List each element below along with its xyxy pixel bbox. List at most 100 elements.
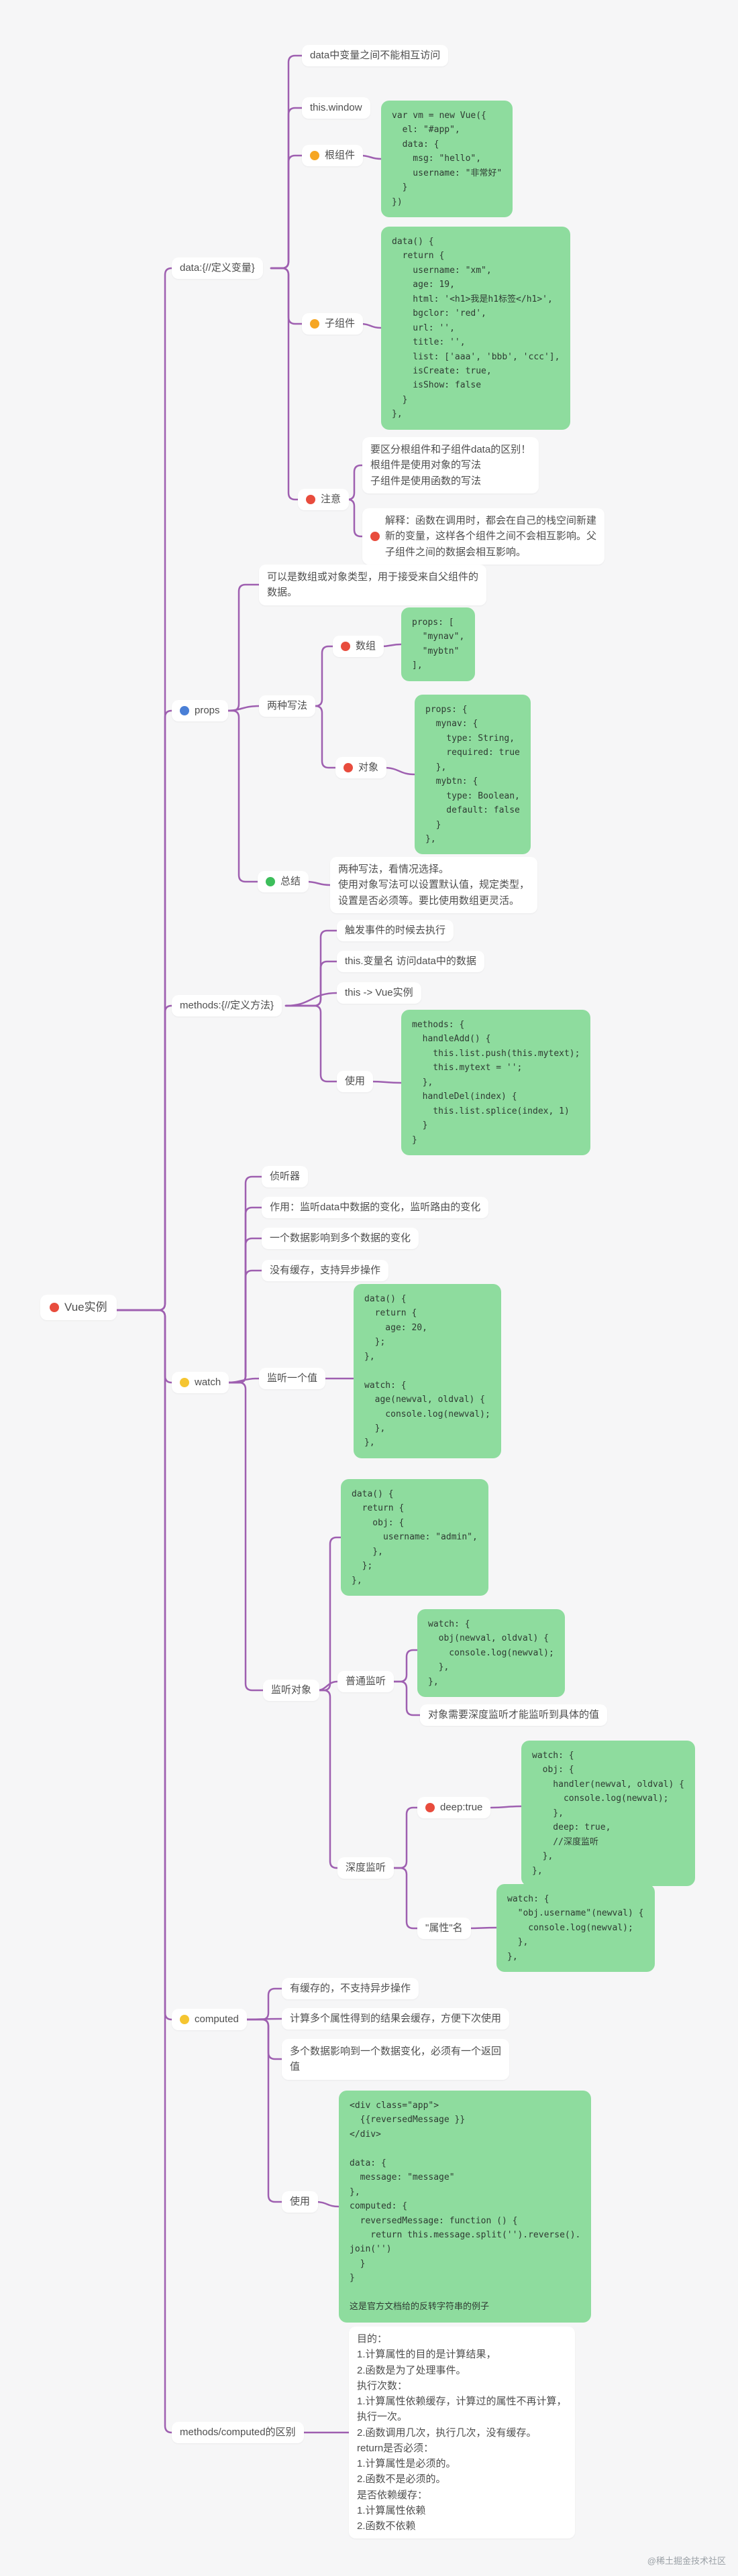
array-node[interactable]: 数组 bbox=[333, 636, 384, 657]
root-label: Vue实例 bbox=[64, 1301, 107, 1313]
props-array-code[interactable]: props: [ "mynav", "mybtn" ], bbox=[401, 607, 476, 681]
notice-explain[interactable]: 解释：函数在调用时，都会在自己的栈空间新建 新的变量，这样各个组件之间不会相互影… bbox=[362, 508, 605, 565]
methods-this-note[interactable]: this -> Vue实例 bbox=[337, 982, 421, 1004]
note-label: 作用：监听data中数据的变化，监听路由的变化 bbox=[270, 1202, 481, 1213]
watch-single-value-node[interactable]: 监听一个值 bbox=[259, 1368, 326, 1389]
watch-single-value-code[interactable]: data() { return { age: 20, }; }, watch: … bbox=[354, 1284, 501, 1458]
object-node[interactable]: 对象 bbox=[335, 757, 387, 778]
code-text: props: { mynav: { type: String, required… bbox=[425, 705, 520, 844]
note-label: 一个数据影响到多个数据的变化 bbox=[270, 1232, 411, 1244]
watch-one-to-many-note[interactable]: 一个数据影响到多个数据的变化 bbox=[262, 1228, 419, 1249]
summary-text[interactable]: 两种写法，看情况选择。 使用对象写法可以设置默认值，规定类型， 设置是否必须等。… bbox=[330, 857, 538, 913]
node-label: 数组 bbox=[356, 640, 376, 652]
node-label: 两种写法 bbox=[267, 700, 308, 711]
branch-watch-label: watch bbox=[195, 1377, 221, 1388]
node-label: 使用 bbox=[290, 2196, 311, 2207]
red-dot-icon bbox=[344, 763, 353, 772]
computed-many-to-one-note[interactable]: 多个数据影响到一个数据变化，必须有一个返回 值 bbox=[282, 2039, 510, 2080]
orange-dot-icon bbox=[310, 319, 319, 329]
node-label: "属性"名 bbox=[425, 1922, 463, 1934]
orange-dot-icon bbox=[310, 151, 319, 160]
note-label: 两种写法，看情况选择。 使用对象写法可以设置默认值，规定类型， 设置是否必须等。… bbox=[338, 864, 530, 906]
notice-node[interactable]: 注意 bbox=[298, 489, 350, 510]
summary-node[interactable]: 总结 bbox=[258, 871, 309, 892]
two-writings-node[interactable]: 两种写法 bbox=[259, 695, 316, 717]
node-label: 总结 bbox=[280, 876, 301, 887]
root-node-vue-instance[interactable]: Vue实例 bbox=[40, 1295, 117, 1321]
property-name-node[interactable]: "属性"名 bbox=[417, 1918, 471, 1939]
yellow-dot-icon bbox=[180, 1378, 189, 1387]
watch-object-node[interactable]: 监听对象 bbox=[263, 1680, 320, 1701]
computed-result-cache-note[interactable]: 计算多个属性得到的结果会缓存，方便下次使用 bbox=[282, 2008, 510, 2030]
deep-watch-code[interactable]: watch: { obj: { handler(newval, oldval) … bbox=[521, 1741, 695, 1886]
code-text: var vm = new Vue({ el: "#app", data: { m… bbox=[392, 111, 503, 207]
methods-usage-node[interactable]: 使用 bbox=[337, 1071, 374, 1092]
watch-object-data-code[interactable]: data() { return { obj: { username: "admi… bbox=[341, 1479, 488, 1596]
red-dot-icon bbox=[50, 1303, 59, 1313]
watch-listener-note[interactable]: 侦听器 bbox=[262, 1166, 309, 1187]
child-component-node[interactable]: 子组件 bbox=[302, 313, 364, 335]
root-component-code[interactable]: var vm = new Vue({ el: "#app", data: { m… bbox=[381, 101, 513, 218]
methods-usage-code[interactable]: methods: { handleAdd() { this.list.push(… bbox=[401, 1010, 591, 1155]
red-dot-icon bbox=[306, 495, 315, 504]
branch-props-label: props bbox=[195, 705, 220, 716]
deep-watch-node[interactable]: 深度监听 bbox=[337, 1857, 394, 1879]
normal-watch-node[interactable]: 普通监听 bbox=[337, 1671, 394, 1692]
code-text: data() { return { obj: { username: "admi… bbox=[352, 1489, 478, 1586]
note-label: 多个数据影响到一个数据变化，必须有一个返回 值 bbox=[290, 2046, 502, 2073]
note-label: data中变量之间不能相互访问 bbox=[310, 50, 441, 61]
child-component-code[interactable]: data() { return { username: "xm", age: 1… bbox=[381, 227, 571, 430]
branch-methods-computed-diff[interactable]: methods/computed的区别 bbox=[172, 2422, 304, 2443]
node-label: 子组件 bbox=[325, 318, 356, 329]
note-label: 有缓存的，不支持异步操作 bbox=[290, 1983, 411, 1994]
note-label: this.变量名 访问data中的数据 bbox=[345, 955, 476, 967]
red-dot-icon bbox=[370, 531, 380, 541]
code-text: methods: { handleAdd() { this.list.push(… bbox=[412, 1020, 580, 1145]
props-desc[interactable]: 可以是数组或对象类型，用于接受来自父组件的 数据。 bbox=[259, 565, 487, 605]
deep-watch-needed-note[interactable]: 对象需要深度监听才能监听到具体的值 bbox=[420, 1704, 608, 1726]
branch-computed[interactable]: computed bbox=[172, 2009, 247, 2030]
branch-methods-label: methods:{//定义方法} bbox=[180, 1000, 274, 1011]
note-label: 可以是数组或对象类型，用于接受来自父组件的 数据。 bbox=[267, 571, 479, 599]
methods-this-var-note[interactable]: this.变量名 访问data中的数据 bbox=[337, 951, 484, 972]
diff-detail-text[interactable]: 目的： 1.计算属性的目的是计算结果， 2.函数是为了处理事件。 执行次数： 1… bbox=[349, 2327, 575, 2539]
note-label: 对象需要深度监听才能监听到具体的值 bbox=[428, 1709, 600, 1720]
code-text: <div class="app"> {{reversedMessage }} <… bbox=[350, 2101, 581, 2312]
code-text: watch: { obj: { handler(newval, oldval) … bbox=[532, 1751, 684, 1876]
watermark: @稀土掘金技术社区 bbox=[647, 2556, 726, 2566]
note-label: 没有缓存，支持异步操作 bbox=[270, 1265, 381, 1276]
computed-usage-node[interactable]: 使用 bbox=[282, 2191, 319, 2213]
methods-trigger-note[interactable]: 触发事件的时候去执行 bbox=[337, 920, 454, 941]
notice-text[interactable]: 要区分根组件和子组件data的区别！ 根组件是使用对象的写法 子组件是使用函数的… bbox=[362, 437, 539, 493]
green-dot-icon bbox=[266, 877, 275, 886]
yellow-dot-icon bbox=[180, 2015, 189, 2024]
node-label: 根组件 bbox=[325, 150, 356, 161]
watch-no-cache-note[interactable]: 没有缓存，支持异步操作 bbox=[262, 1260, 389, 1281]
node-label: 深度监听 bbox=[346, 1862, 386, 1873]
watch-role-note[interactable]: 作用：监听data中数据的变化，监听路由的变化 bbox=[262, 1197, 489, 1218]
branch-data[interactable]: data:{//定义变量} bbox=[172, 257, 263, 279]
props-object-code[interactable]: props: { mynav: { type: String, required… bbox=[415, 695, 531, 855]
code-text: watch: { "obj.username"(newval) { consol… bbox=[507, 1894, 644, 1962]
branch-props[interactable]: props bbox=[172, 700, 228, 721]
computed-usage-code[interactable]: <div class="app"> {{reversedMessage }} <… bbox=[339, 2091, 592, 2323]
branch-methods[interactable]: methods:{//定义方法} bbox=[172, 995, 282, 1016]
red-dot-icon bbox=[341, 642, 350, 651]
node-label: 注意 bbox=[321, 493, 341, 505]
this-window-note[interactable]: this.window bbox=[302, 97, 370, 119]
data-vars-note[interactable]: data中变量之间不能相互访问 bbox=[302, 45, 449, 66]
root-component-node[interactable]: 根组件 bbox=[302, 145, 364, 166]
property-name-code[interactable]: watch: { "obj.username"(newval) { consol… bbox=[496, 1884, 655, 1973]
node-label: 普通监听 bbox=[346, 1676, 386, 1687]
note-label: 计算多个属性得到的结果会缓存，方便下次使用 bbox=[290, 2013, 502, 2024]
deep-true-node[interactable]: deep:true bbox=[417, 1797, 491, 1818]
branch-data-label: data:{//定义变量} bbox=[180, 262, 255, 274]
node-label: 使用 bbox=[345, 1075, 366, 1087]
normal-watch-code[interactable]: watch: { obj(newval, oldval) { console.l… bbox=[417, 1609, 565, 1698]
blue-dot-icon bbox=[180, 706, 189, 715]
computed-cache-note[interactable]: 有缓存的，不支持异步操作 bbox=[282, 1978, 419, 1999]
note-label: this -> Vue实例 bbox=[345, 987, 413, 998]
branch-watch[interactable]: watch bbox=[172, 1372, 229, 1393]
